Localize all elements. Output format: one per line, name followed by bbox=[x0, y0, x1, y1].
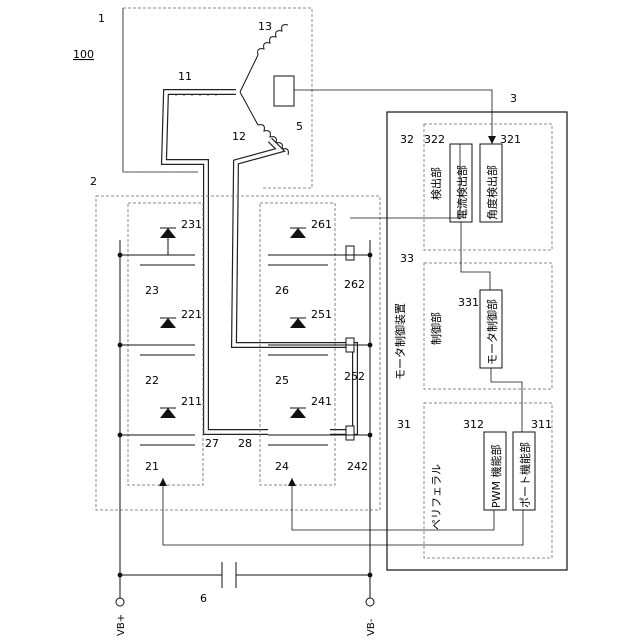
label-vb-plus: VB+ bbox=[116, 614, 127, 636]
shunt-262 bbox=[346, 246, 354, 260]
angle-sensor-5 bbox=[274, 76, 294, 106]
lower-arm-group-27 bbox=[128, 203, 203, 485]
label-27: 27 bbox=[205, 437, 219, 450]
label-312: 312 bbox=[463, 418, 484, 431]
label-311: 311 bbox=[531, 418, 552, 431]
label-pwm-function: PWM 機能部 bbox=[489, 445, 503, 509]
label-23: 23 bbox=[145, 284, 159, 297]
switch-25 bbox=[268, 318, 328, 355]
label-3: 3 bbox=[510, 92, 517, 105]
switch-24 bbox=[268, 408, 328, 445]
label-13: 13 bbox=[258, 20, 272, 33]
motor-control-device bbox=[159, 90, 567, 570]
label-port-function: ポート機能部 bbox=[518, 442, 532, 508]
switch-23 bbox=[140, 228, 195, 265]
label-6: 6 bbox=[200, 592, 207, 605]
label-1: 1 bbox=[98, 12, 105, 25]
label-251: 251 bbox=[311, 308, 332, 321]
label-211: 211 bbox=[181, 395, 202, 408]
label-262: 262 bbox=[344, 278, 365, 291]
label-221: 221 bbox=[181, 308, 202, 321]
label-252: 252 bbox=[344, 370, 365, 383]
switch-21 bbox=[140, 408, 195, 445]
label-100: 100 bbox=[73, 48, 94, 61]
label-24: 24 bbox=[275, 460, 289, 473]
label-control-unit: 制御部 bbox=[429, 312, 443, 345]
label-322: 322 bbox=[424, 133, 445, 146]
label-11: 11 bbox=[178, 70, 192, 83]
label-vb-minus: VB- bbox=[366, 618, 377, 636]
terminal-vb-plus bbox=[116, 598, 124, 606]
label-angle-detection: 角度検出部 bbox=[485, 165, 499, 220]
label-12: 12 bbox=[232, 130, 246, 143]
label-25: 25 bbox=[275, 374, 289, 387]
label-242: 242 bbox=[347, 460, 368, 473]
label-33: 33 bbox=[400, 252, 414, 265]
label-motor-control: モータ制御部 bbox=[485, 299, 499, 365]
motor-block bbox=[123, 8, 312, 188]
label-26: 26 bbox=[275, 284, 289, 297]
switch-26 bbox=[268, 228, 328, 265]
label-231: 231 bbox=[181, 218, 202, 231]
label-5: 5 bbox=[296, 120, 303, 133]
control-device-boundary bbox=[387, 112, 567, 570]
switch-22 bbox=[140, 318, 195, 355]
label-331: 331 bbox=[458, 296, 479, 309]
label-peripheral: ペリフェラル bbox=[430, 464, 443, 530]
label-321: 321 bbox=[500, 133, 521, 146]
label-current-detection: 電流検出部 bbox=[455, 165, 469, 220]
shunt-242 bbox=[346, 426, 354, 440]
label-32: 32 bbox=[400, 133, 414, 146]
label-detection-unit: 検出部 bbox=[429, 167, 443, 200]
label-21: 21 bbox=[145, 460, 159, 473]
label-261: 261 bbox=[311, 218, 332, 231]
label-motor-control-device: モータ制御装置 bbox=[393, 303, 407, 380]
label-22: 22 bbox=[145, 374, 159, 387]
label-241: 241 bbox=[311, 395, 332, 408]
label-31: 31 bbox=[397, 418, 411, 431]
current-path bbox=[164, 92, 355, 432]
label-2: 2 bbox=[90, 175, 97, 188]
terminal-vb-minus bbox=[366, 598, 374, 606]
label-28: 28 bbox=[238, 437, 252, 450]
